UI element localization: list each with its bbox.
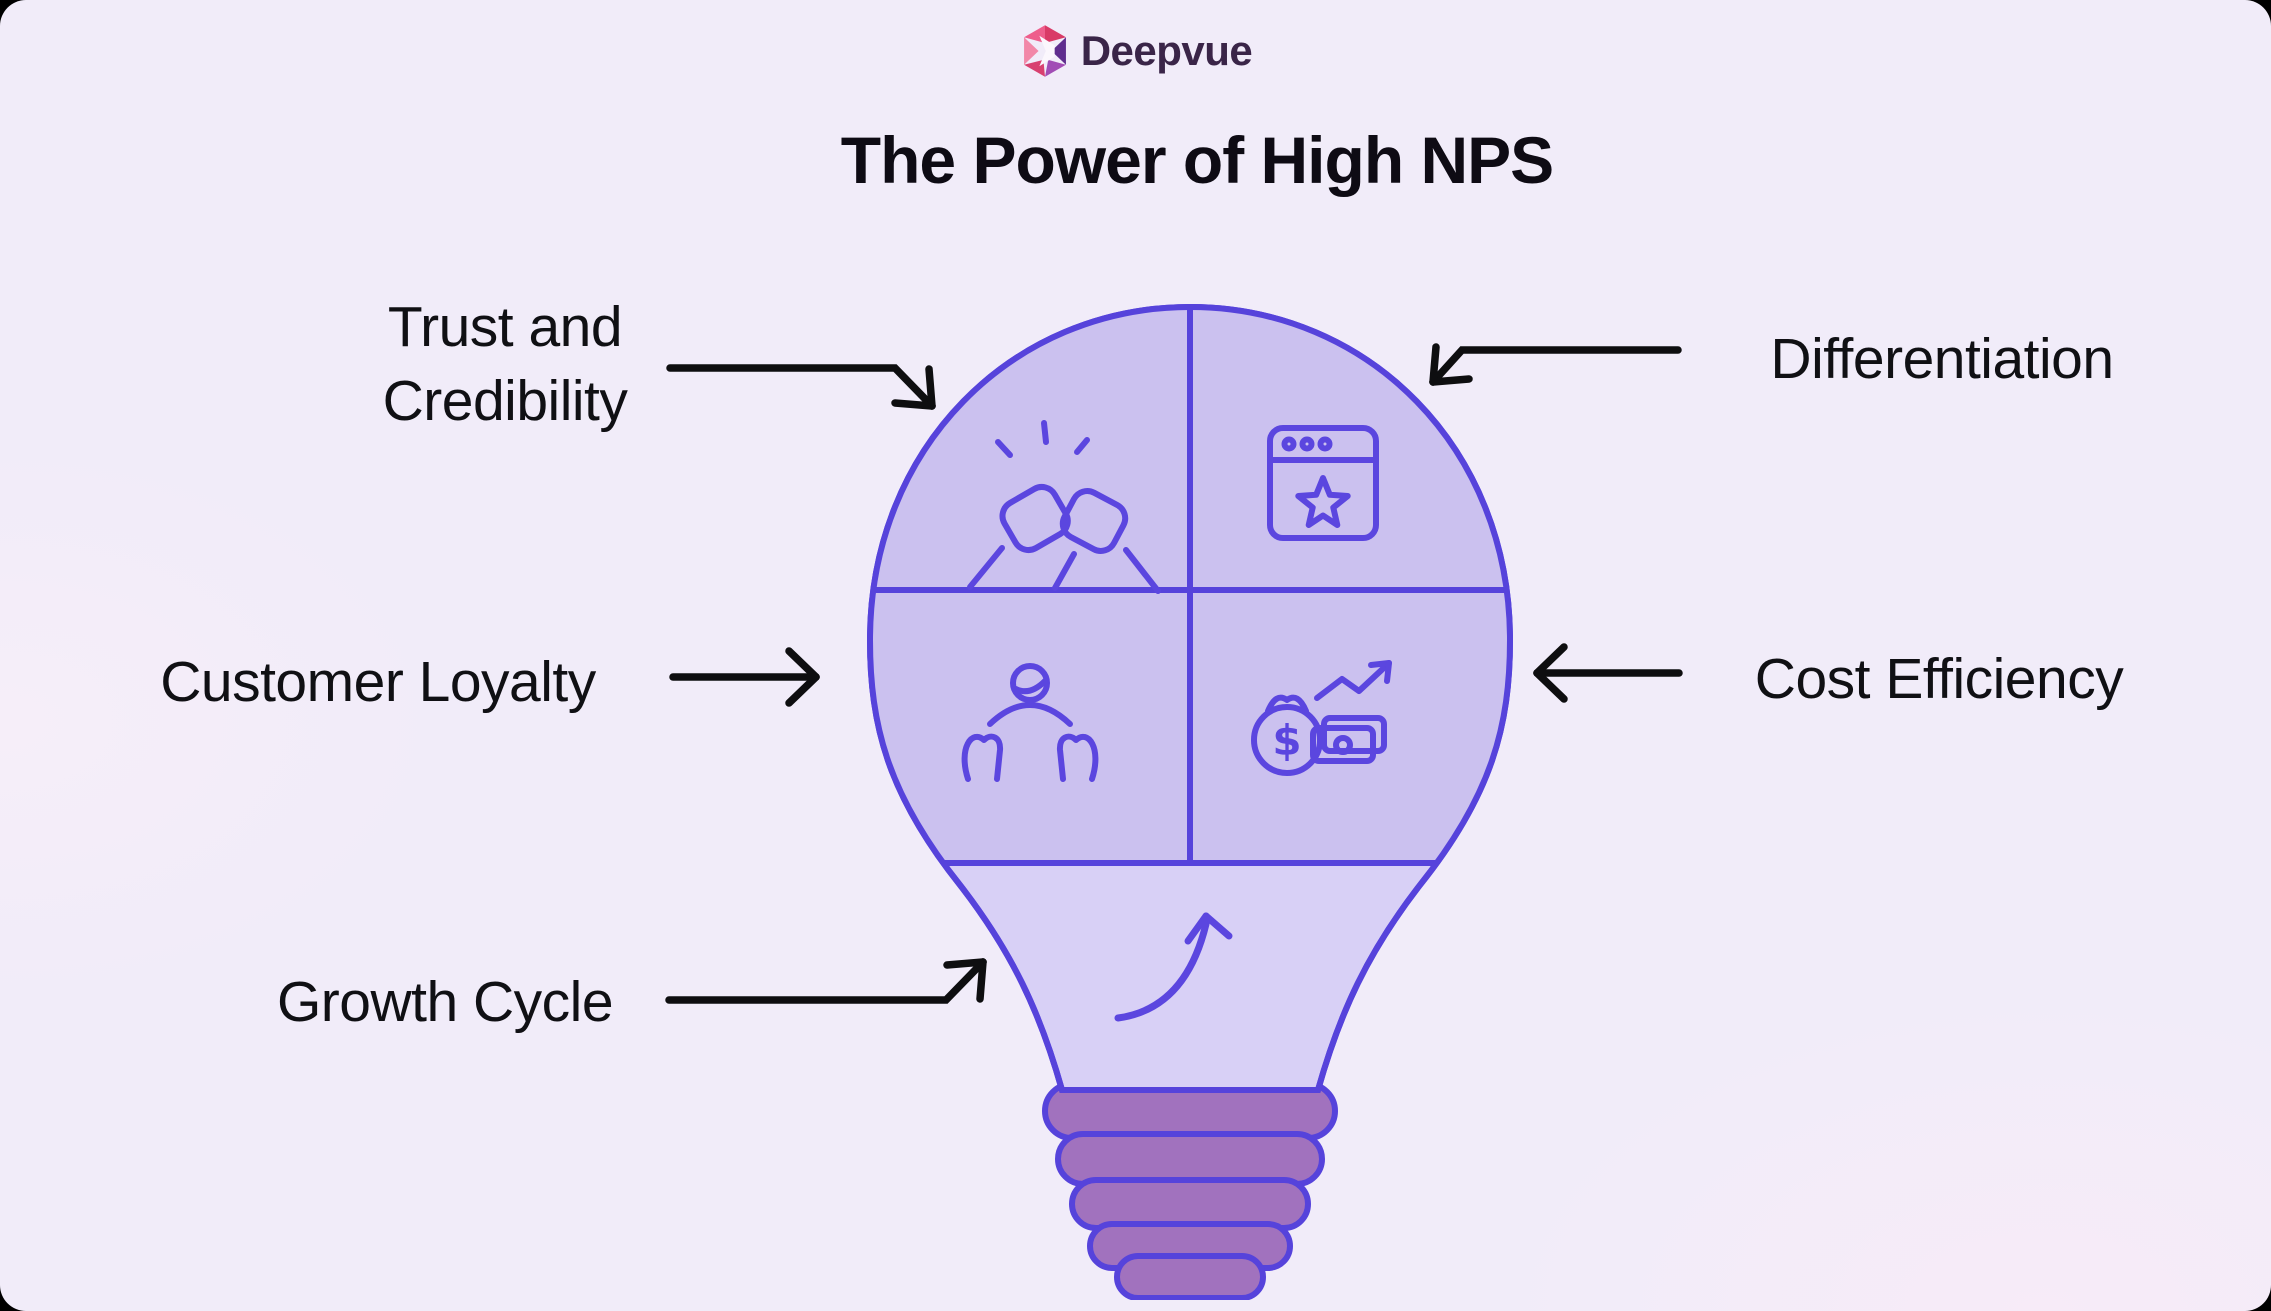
deepvue-logo-icon	[1023, 25, 1066, 77]
bulb-base	[1042, 1081, 1338, 1300]
label-differentiation: Differentiation	[1770, 327, 2114, 391]
person-care-icon	[961, 663, 1099, 782]
label-growth-cycle: Growth Cycle	[276, 970, 614, 1034]
money-growth-icon: $	[1251, 660, 1392, 776]
quadrant-dividers	[870, 307, 1510, 866]
fist-bump-icon	[967, 420, 1161, 594]
quadrant-area	[870, 307, 1510, 863]
bulb-glass	[866, 303, 1514, 1093]
bulb-outline	[866, 303, 1514, 1093]
browser-star-icon	[1267, 425, 1379, 541]
label-trust-credibility: Trust and Credibility	[382, 295, 628, 433]
dollar-glyph: $	[1272, 716, 1301, 765]
label-customer-loyalty: Customer Loyalty	[160, 650, 596, 714]
page-title: The Power of High NPS	[840, 123, 1554, 197]
customer-loyalty-arrow	[669, 647, 820, 707]
lightbulb-illustration: $	[866, 303, 1514, 1300]
growth-curve-arrow-icon	[1114, 912, 1233, 1022]
brand-header: Deepvue	[0, 22, 2271, 80]
brand-name: Deepvue	[1080, 27, 1253, 74]
label-cost-efficiency: Cost Efficiency	[1754, 647, 2124, 711]
